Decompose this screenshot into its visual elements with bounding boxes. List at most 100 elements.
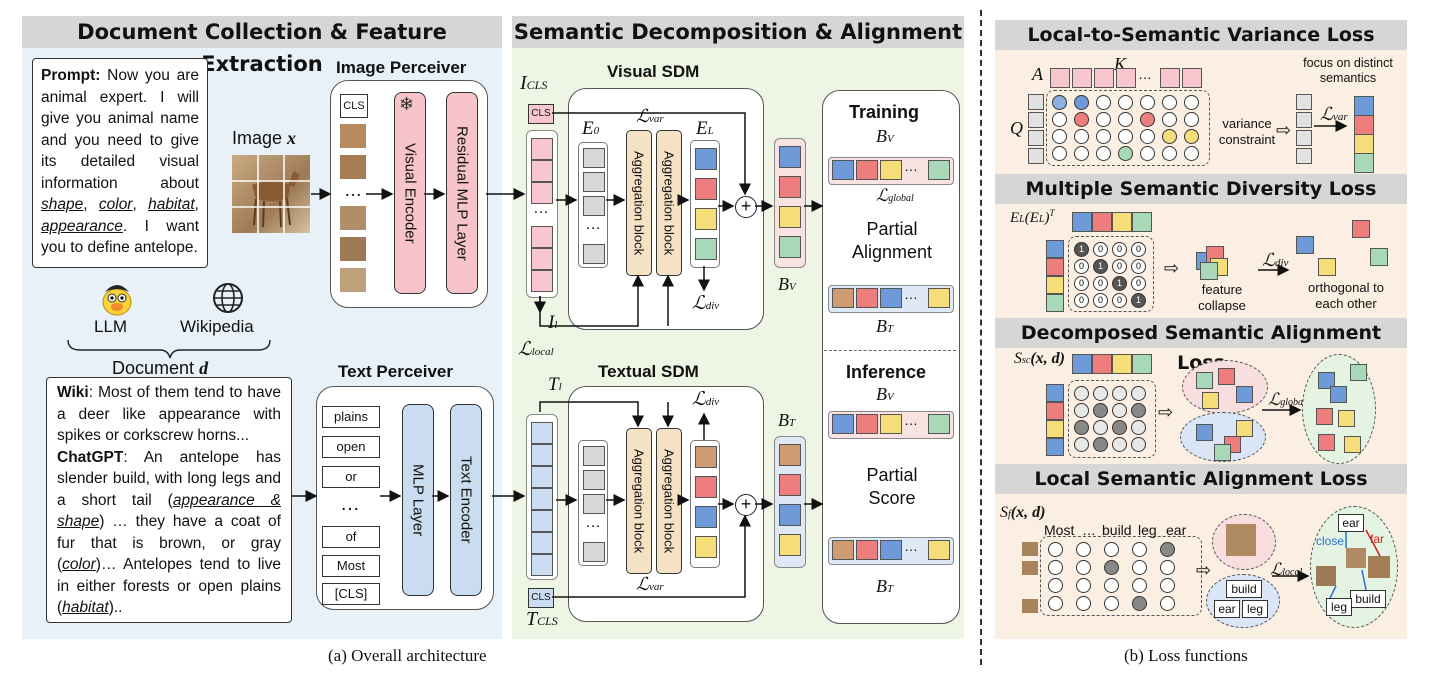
math-symbol: E [696,118,708,139]
loss1-out-cell [1354,115,1374,135]
image-symbol: x [287,128,297,148]
loss3-dot [1074,420,1089,435]
bt-cell [779,534,801,556]
inference-title: Inference [846,362,927,382]
image-patch [340,268,366,292]
math-symbol: ℒ [876,186,889,205]
image-patch [340,124,366,148]
document-symbol: d [199,358,209,378]
loss3-dot [1131,420,1146,435]
loss4-dot [1076,542,1091,557]
chatgpt-appearance: appearance & shape [57,491,281,531]
header-loss4: Local Semantic Alignment Loss [995,464,1407,494]
train-bt-cell [856,288,878,308]
loss1-dot [1096,112,1111,127]
loss4-thumb [1316,566,1336,586]
i-l-label: Il [548,312,557,334]
bv-cell [779,236,801,258]
train-bv-cell [928,160,950,180]
visual-input-cell [531,270,553,292]
loss2-dot: 0 [1074,276,1089,291]
text-el-cell [695,536,717,558]
math-symbol: B [876,316,887,336]
loss3-scatter-sq [1218,368,1235,385]
train-bv-cell [832,160,854,180]
loss2-elt-label: EL(EL)T [1010,208,1055,226]
loss4-dot [1076,560,1091,575]
math-subscript: global [1280,397,1306,408]
math-symbol: T [526,608,538,630]
document-label: Document d [112,358,208,379]
math-symbol: ℒ [1270,560,1283,579]
loss1-dot [1118,129,1133,144]
loss4-dot [1104,578,1119,593]
infer-bv-cell-ellipsis: … [904,412,918,428]
loss3-dot [1112,386,1127,401]
math-subscript: V [887,391,894,403]
loss3-dot [1093,403,1108,418]
loss3-ssc-label: Ssc(x, d) [1014,350,1065,368]
loss3-dot [1074,386,1089,401]
loss3-scatter-sq [1196,424,1213,441]
loss2-row-cell [1132,212,1152,232]
e0-cell [583,244,605,264]
loss2-row-cell [1072,212,1092,232]
loss4-antelope-thumb [1226,524,1256,556]
math-subscript: local [531,346,554,358]
loss3-row-cell [1092,354,1112,374]
l-local-label: ℒlocal [518,338,554,361]
visual-lvar-label: ℒvar [636,106,664,127]
text-el-cell [695,476,717,498]
loss2-col-cell [1046,294,1064,312]
visual-cls-token: CLS [528,104,554,124]
loss1-dot [1074,112,1089,127]
prompt-box: Prompt: Now you are animal expert. I wil… [32,58,208,268]
math-subscript: T [789,417,796,429]
chatgpt-text: )… Antelopes tend to live in either fore… [57,556,281,616]
prompt-shape: shape [41,196,84,213]
loss2-dot: 1 [1112,276,1127,291]
loss4-leg-node: leg [1326,598,1352,616]
i-cls-label: ICLS [520,72,547,95]
loss1-k-ellipsis: … [1138,66,1152,82]
residual-mlp-block: Residual MLP Layer [446,92,478,294]
loss4-word: ear [1166,522,1187,538]
text-token: … [340,493,360,515]
loss4-ear-word: ear [1214,600,1240,618]
loss2-row-cell [1092,212,1112,232]
loss4-dot [1132,578,1147,593]
loss4-row-thumb [1022,542,1038,556]
prompt-sep: , [132,196,149,213]
loss1-dot [1184,129,1199,144]
loss1-q-cell [1028,112,1044,128]
bv-cell [779,146,801,168]
image-patch [340,237,366,261]
visual-ldiv-label: ℒdiv [692,292,719,315]
math-subscript: l [554,319,558,331]
chatgpt-text: ).. [108,599,123,616]
caption-b: (b) Loss functions [1124,646,1248,665]
train-bt-cell [832,288,854,308]
loss3-dot [1131,403,1146,418]
math-symbol: ℒ [636,106,649,126]
image-patch [340,206,366,230]
loss1-k-cell [1160,68,1180,88]
chatgpt-color: color [62,556,96,573]
loss4-sf-label: Sf(x, d) [1000,504,1045,522]
loss4-thumb [1368,556,1390,578]
infer-bt-cell [856,540,878,560]
image-label: Image x [232,128,296,149]
chatgpt-habitat: habitat [62,599,109,616]
loss3-dot [1131,437,1146,452]
math-symbol: ℒ [518,339,532,360]
text-input-cell [531,444,553,466]
bv-cell [779,206,801,228]
loss4-thumb [1346,548,1366,568]
llm-icon [100,280,134,316]
loss2-dot: 0 [1131,276,1146,291]
math-subscript: CLS [526,78,548,92]
orthogonal-label: orthogonal to each other [1308,280,1384,311]
loss1-dot [1140,129,1155,144]
loss3-scatter-sq [1338,410,1355,427]
loss3-dot [1131,386,1146,401]
